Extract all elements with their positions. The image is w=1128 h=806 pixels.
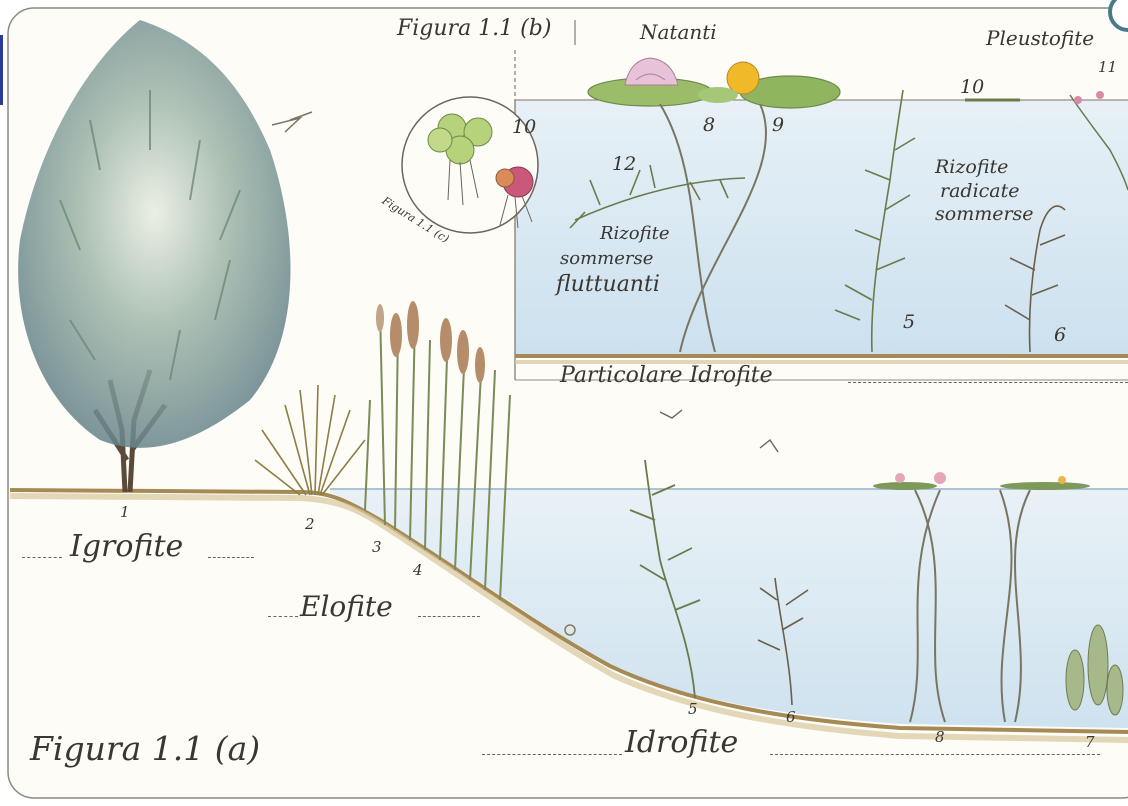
- number-8: 8: [935, 730, 945, 745]
- number-11-inset: 11: [1098, 60, 1117, 75]
- rizofite-radicate-line3: sommerse: [935, 205, 1034, 224]
- number-2: 2: [305, 517, 315, 532]
- edge-tab: [0, 35, 3, 105]
- elofite-dash-left: [268, 616, 298, 617]
- igrofite-dash-left: [22, 557, 62, 558]
- number-4: 4: [413, 563, 423, 578]
- number-6-inset: 6: [1054, 326, 1066, 345]
- number-9-inset: 9: [772, 116, 784, 135]
- rizofite-fluttuanti-line1: Rizofite: [600, 225, 670, 243]
- elofite-dash-right: [418, 616, 480, 617]
- rizofite-fluttuanti-line2: sommerse: [560, 250, 653, 268]
- rizofite-radicate-line2: radicate: [940, 182, 1020, 201]
- particolare-dash: [848, 382, 1128, 383]
- rizofite-radicate-line1: Rizofite: [935, 158, 1008, 177]
- number-8-inset: 8: [703, 116, 715, 135]
- figure-b-caption: Figura 1.1 (b): [397, 18, 551, 40]
- elofite-label: Elofite: [300, 593, 393, 621]
- number-1: 1: [120, 505, 130, 520]
- number-7: 7: [1085, 735, 1095, 750]
- idrofite-dash-right: [770, 754, 1100, 755]
- number-10-circle: 10: [512, 118, 536, 137]
- number-5-inset: 5: [903, 313, 915, 332]
- number-3: 3: [372, 540, 382, 555]
- igrofite-dash-right: [208, 557, 254, 558]
- natanti-label: Natanti: [640, 22, 717, 42]
- idrofite-label: Idrofite: [625, 728, 738, 758]
- idrofite-dash-left: [482, 754, 622, 755]
- particolare-label: Particolare Idrofite: [560, 365, 773, 387]
- number-12-inset: 12: [612, 155, 636, 174]
- number-5: 5: [688, 702, 698, 717]
- number-10-inset: 10: [960, 78, 984, 97]
- figure-a-caption: Figura 1.1 (a): [30, 732, 260, 765]
- igrofite-label: Igrofite: [70, 532, 183, 562]
- number-6: 6: [786, 710, 796, 725]
- pleustofite-label: Pleustofite: [986, 28, 1094, 48]
- rizofite-fluttuanti-line3: fluttuanti: [556, 274, 660, 296]
